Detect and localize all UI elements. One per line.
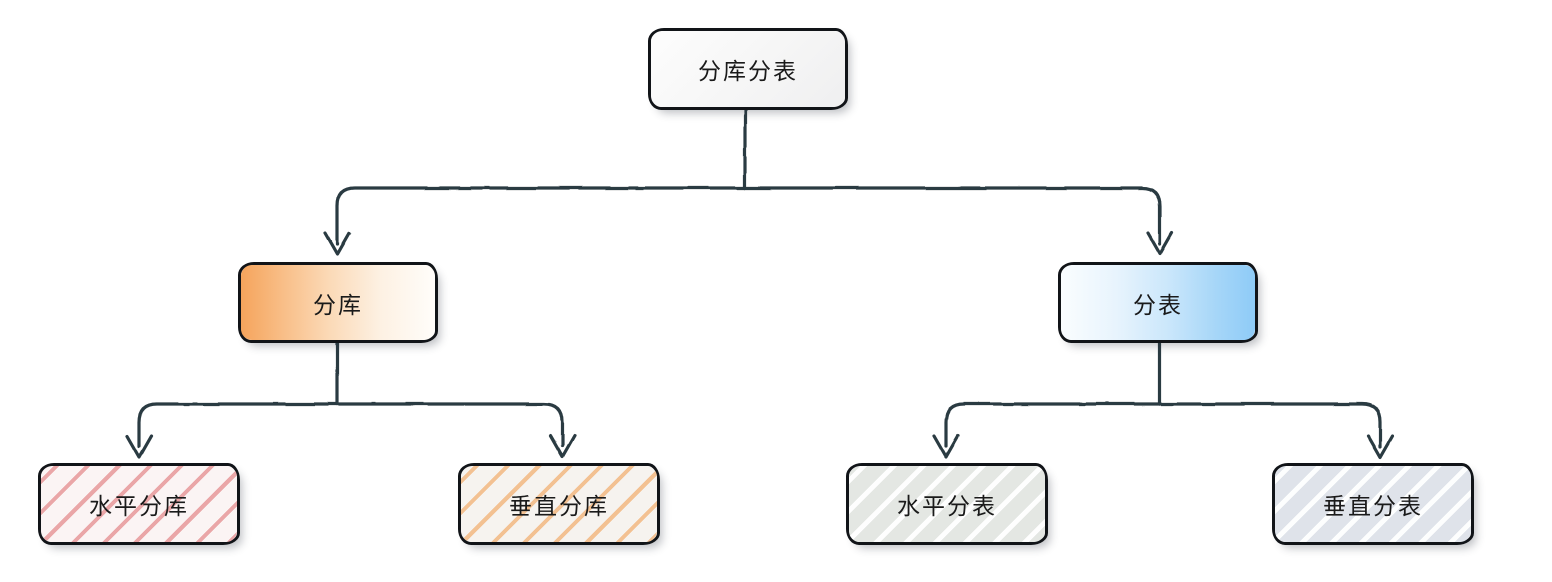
node-vertical-fenbiao[interactable]: 垂直分表 xyxy=(1272,463,1474,545)
arrowhead-icon-h-fenbiao xyxy=(932,434,960,459)
node-horizontal-fenku[interactable]: 水平分库 xyxy=(38,463,240,545)
node-label: 垂直分库 xyxy=(509,493,609,519)
arrowhead-icon-fenku xyxy=(323,231,351,256)
node-fenku-fenbiao-root[interactable]: 分库分表 xyxy=(648,28,848,110)
node-hatch-pattern xyxy=(1275,466,1471,542)
node-label: 分库 xyxy=(313,291,363,318)
arrowhead-icon-fenbiao xyxy=(1146,231,1174,256)
arrowhead-icon-v-fenku xyxy=(548,434,576,459)
edge-fenbiao-to-h-fenbiao xyxy=(944,402,1162,448)
node-hatch-pattern xyxy=(41,466,237,542)
node-fill xyxy=(651,31,845,107)
edge-root-to-fenku xyxy=(335,186,747,246)
node-horizontal-fenbiao[interactable]: 水平分表 xyxy=(846,463,1048,545)
node-hatch-pattern xyxy=(461,466,657,542)
node-fenbiao[interactable]: 分表 xyxy=(1058,262,1258,343)
arrowhead-icon-v-fenbiao xyxy=(1366,434,1394,459)
node-hatch-pattern xyxy=(849,466,1045,542)
edge-fenku-to-h-fenku xyxy=(137,402,339,448)
node-fill xyxy=(1061,265,1255,340)
node-label: 分表 xyxy=(1133,291,1183,318)
node-label: 分库分表 xyxy=(698,58,798,84)
node-label: 水平分表 xyxy=(897,493,997,519)
node-label: 垂直分表 xyxy=(1323,493,1423,519)
edge-fenbiao-to-v-fenbiao xyxy=(1158,402,1382,448)
node-fenku[interactable]: 分库 xyxy=(238,262,438,343)
node-fill xyxy=(241,265,435,340)
edge-root-to-fenbiao xyxy=(743,186,1162,246)
node-vertical-fenku[interactable]: 垂直分库 xyxy=(458,463,660,545)
arrowhead-icon-h-fenku xyxy=(125,434,153,459)
node-label: 水平分库 xyxy=(89,493,189,519)
edge-fenku-to-v-fenku xyxy=(335,402,564,448)
